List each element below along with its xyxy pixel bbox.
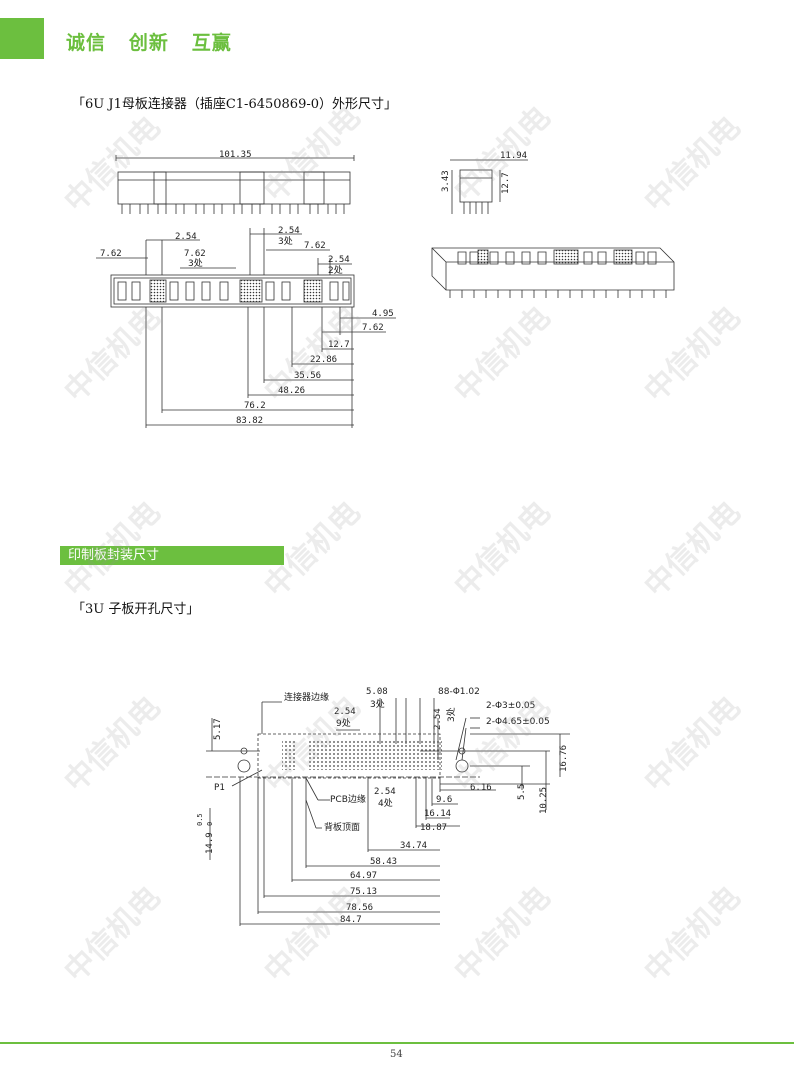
label-88-holes: 88-Φ1.02 — [438, 687, 480, 697]
dim-2-places-d: 2处 — [328, 264, 343, 276]
footer-divider — [0, 1042, 794, 1044]
connector-side-view — [450, 159, 528, 214]
connector-top-view — [96, 155, 396, 428]
dim-83-82: 83.82 — [236, 416, 263, 426]
dim-5-17: 5.17 — [213, 718, 223, 740]
dim-78-56: 78.56 — [346, 903, 373, 913]
label-p1: P1 — [214, 783, 225, 793]
dim-2-54-d: 2.54 — [328, 255, 350, 265]
dim-5-5: 5.5 — [517, 784, 527, 800]
dim-6-16: 6.16 — [470, 783, 492, 793]
dim-35-56: 35.56 — [294, 371, 321, 381]
dim-14-9: 14.9 — [205, 832, 215, 854]
dim-16-76: 16.76 — [559, 745, 569, 772]
dim-2-54-row-count: 9处 — [336, 717, 351, 729]
dim-2-54-c: 2.54 — [278, 226, 300, 236]
dim-2-54-vertical-count: 3处 — [445, 707, 457, 722]
dim-2-54-a: 2.54 — [175, 232, 197, 242]
pcb-footprint-drawing — [206, 698, 570, 926]
dim-2-54-pcb: 2.54 — [374, 787, 396, 797]
dim-84-7: 84.7 — [340, 915, 362, 925]
dim-58-43: 58.43 — [370, 857, 397, 867]
label-phi4-65-holes: 2-Φ4.65±0.05 — [486, 717, 550, 727]
pcb-footprint-section-bar: 印制板封装尺寸 — [60, 546, 284, 565]
dim-3-places-b: 3处 — [188, 257, 203, 269]
footprint-dimension-labels: 连接器边缘 5.08 3处 88-Φ1.02 2.54 9处 2.54 3处 2… — [196, 687, 569, 925]
dim-75-13: 75.13 — [350, 887, 377, 897]
dim-14-9-tolerance-lower: 0 — [206, 822, 214, 826]
dim-7-62-b: 7.62 — [184, 249, 206, 259]
dim-101-35: 101.35 — [219, 150, 252, 160]
dim-22-86: 22.86 — [310, 355, 337, 365]
dim-7-62-c: 7.62 — [304, 241, 326, 251]
dim-7-62-e: 7.62 — [362, 323, 384, 333]
daughterboard-cutout-title: 「3U 子板开孔尺寸」 — [72, 602, 200, 617]
dim-3-places-c: 3处 — [278, 235, 293, 247]
dim-5-08-count: 3处 — [370, 698, 385, 710]
dim-48-26: 48.26 — [278, 386, 305, 396]
dim-3-43: 3.43 — [441, 170, 451, 192]
label-pcb-edge: PCB边缘 — [330, 793, 366, 805]
dim-34-74: 34.74 — [400, 841, 427, 851]
label-phi3-holes: 2-Φ3±0.05 — [486, 701, 535, 711]
side-dimension-labels: 11.94 3.43 12.7 — [441, 151, 527, 194]
dim-12-7-side: 12.7 — [501, 172, 511, 194]
connector-dimension-labels: 101.35 2.54 7.62 7.62 3处 2.54 3处 7.62 2.… — [100, 150, 394, 426]
connector-isometric-view — [431, 247, 675, 298]
dim-7-62-a: 7.62 — [100, 249, 122, 259]
dim-76-2: 76.2 — [244, 401, 266, 411]
dim-5-08: 5.08 — [366, 687, 388, 697]
dim-12-7: 12.7 — [328, 340, 350, 350]
connector-outline-title: 「6U J1母板连接器（插座C1-6450869-0）外形尺寸」 — [72, 97, 398, 112]
dim-16-14: 16.14 — [424, 809, 451, 819]
dim-2-54-pcb-count: 4处 — [378, 797, 393, 809]
header-slogan: 诚信 创新 互赢 — [66, 32, 232, 54]
label-connector-edge: 连接器边缘 — [284, 691, 329, 703]
dim-10-25: 10.25 — [539, 787, 549, 814]
header-green-block — [0, 18, 44, 59]
page-number: 54 — [390, 1049, 403, 1060]
dim-2-54-vertical: 2.54 — [433, 708, 443, 730]
dim-64-97: 64.97 — [350, 871, 377, 881]
dim-18-87: 18.87 — [420, 823, 447, 833]
dim-11-94: 11.94 — [500, 151, 527, 161]
dim-14-9-tolerance: 0.5 — [196, 813, 204, 826]
label-backplane-top: 背板顶面 — [324, 821, 360, 833]
dim-2-54-row: 2.54 — [334, 707, 356, 717]
dim-9-6: 9.6 — [436, 795, 452, 805]
dim-4-95: 4.95 — [372, 309, 394, 319]
